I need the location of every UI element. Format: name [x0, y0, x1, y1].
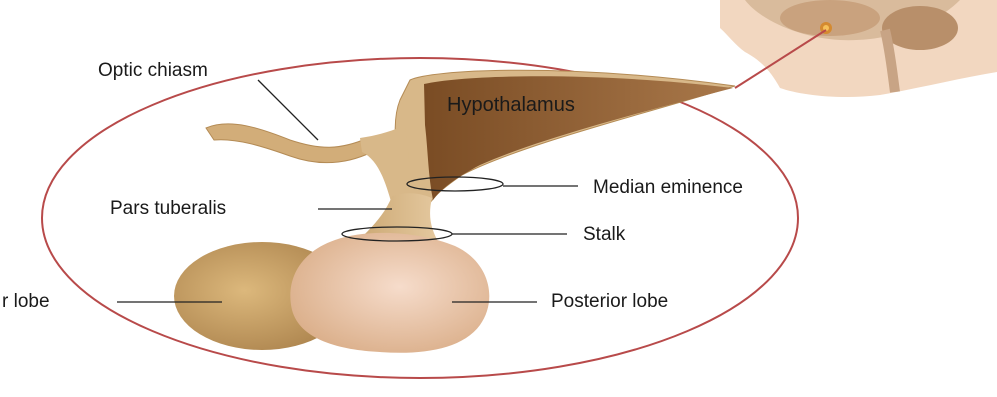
- label-hypothalamus: Hypothalamus: [447, 94, 575, 116]
- head-inset-illustration: [720, 0, 997, 97]
- label-anterior-lobe-partial: r lobe: [2, 291, 50, 312]
- label-optic-chiasm: Optic chiasm: [98, 60, 208, 81]
- label-posterior-lobe: Posterior lobe: [551, 291, 668, 312]
- label-median-eminence: Median eminence: [593, 177, 743, 198]
- label-stalk: Stalk: [583, 224, 626, 245]
- label-pars-tuberalis: Pars tuberalis: [110, 198, 226, 219]
- posterior-lobe: [290, 233, 489, 353]
